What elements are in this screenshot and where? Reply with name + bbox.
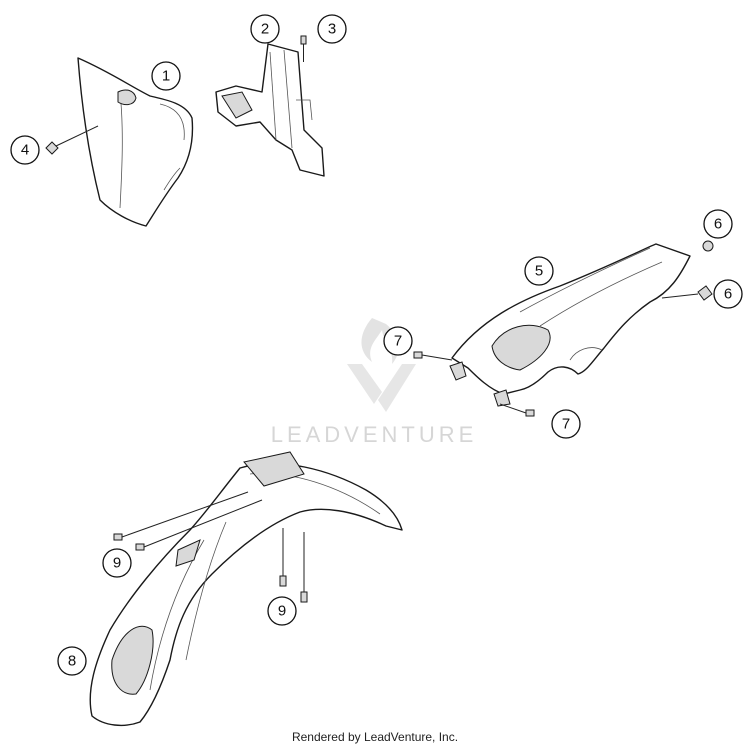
screw-7a-part — [413, 351, 453, 361]
svg-text:9: 9 — [113, 555, 121, 572]
screw-9a-part — [113, 491, 263, 551]
watermark-v-logo-icon — [347, 364, 416, 412]
svg-text:9: 9 — [278, 603, 286, 620]
svg-text:3: 3 — [328, 21, 336, 38]
callout-6-top[interactable]: 6 — [703, 209, 733, 239]
screw-3-part — [300, 35, 307, 62]
svg-text:6: 6 — [714, 216, 722, 233]
svg-text:5: 5 — [535, 263, 543, 280]
callout-7-left[interactable]: 7 — [383, 326, 413, 356]
callout-9-right[interactable]: 9 — [267, 596, 297, 626]
screw-6b-part — [661, 285, 713, 301]
rear-fender-part — [449, 243, 691, 407]
svg-text:7: 7 — [562, 416, 570, 433]
screw-4-part — [45, 125, 99, 155]
callout-8[interactable]: 8 — [57, 646, 87, 676]
svg-text:6: 6 — [724, 286, 732, 303]
leadventure-watermark: LEADVENTURE — [271, 318, 478, 447]
callout-2[interactable]: 2 — [250, 14, 280, 44]
svg-text:7: 7 — [394, 333, 402, 350]
callout-9-left[interactable]: 9 — [102, 548, 132, 578]
number-plate-part — [77, 57, 194, 227]
callout-6-bottom[interactable]: 6 — [713, 279, 743, 309]
footer-credit: Rendered by LeadVenture, Inc. — [292, 730, 458, 744]
callout-4[interactable]: 4 — [10, 135, 40, 165]
screw-9b-part — [279, 528, 308, 603]
airbox-cover-part — [215, 43, 325, 177]
watermark-text: LEADVENTURE — [271, 422, 478, 447]
svg-text:8: 8 — [68, 653, 76, 670]
screw-7b-part — [499, 403, 535, 417]
callout-5[interactable]: 5 — [524, 256, 554, 286]
svg-text:1: 1 — [162, 68, 170, 85]
callout-1[interactable]: 1 — [151, 61, 181, 91]
svg-text:4: 4 — [21, 142, 29, 159]
svg-text:2: 2 — [261, 21, 269, 38]
front-fender-part — [89, 451, 403, 727]
callout-7-right[interactable]: 7 — [551, 409, 581, 439]
screw-6a-part — [702, 240, 714, 252]
callout-3[interactable]: 3 — [317, 14, 347, 44]
